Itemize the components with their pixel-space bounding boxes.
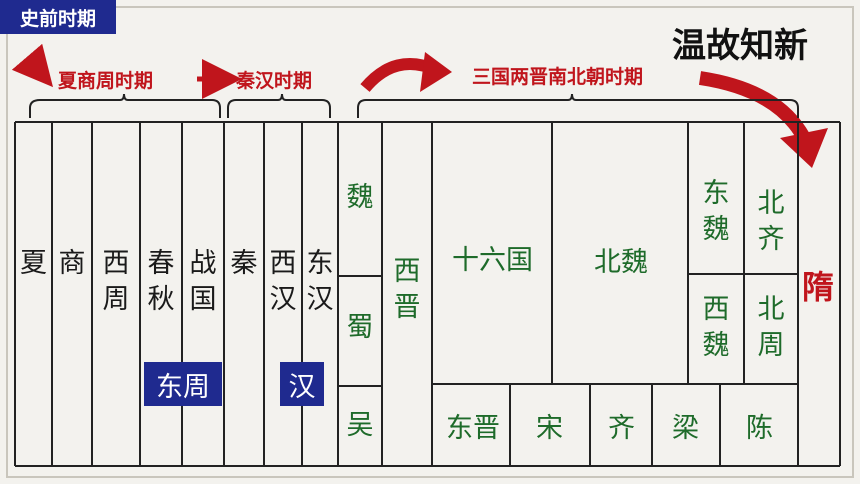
dynasty-qi: 齐 <box>608 413 635 444</box>
dynasty-northern-wei: 北魏 <box>594 247 648 278</box>
dynasty-eastern-jin: 东晋 <box>446 413 500 444</box>
dynasty-qin: 秦 <box>230 248 258 279</box>
decorative-border <box>6 6 854 478</box>
timeline-table-lines <box>14 121 841 467</box>
dynasty-liang: 梁 <box>672 413 699 444</box>
dynasty-shu: 蜀 <box>346 312 374 343</box>
period-label-xia-shang-zhou: 夏商周时期 <box>58 70 154 92</box>
bracket <box>227 93 331 118</box>
bracket <box>29 93 221 118</box>
badge-han: 汉 <box>280 362 324 406</box>
dynasty-song: 宋 <box>536 413 563 444</box>
period-label-qin-han: 秦汉时期 <box>236 70 313 92</box>
badge-eastern-zhou: 东周 <box>144 362 222 406</box>
dynasty-warring-states: 战国 <box>189 248 217 315</box>
dynasty-northern-qi: 北齐 <box>757 188 785 255</box>
dynasty-xia: 夏 <box>20 248 47 279</box>
dynasty-western-wei: 西魏 <box>702 294 730 361</box>
arrow-head-icon <box>420 52 452 92</box>
dynasty-western-han: 西汉 <box>269 248 297 315</box>
prehistoric-label: 史前时期 <box>0 0 116 34</box>
dynasty-wei: 魏 <box>346 182 374 213</box>
dynasty-spring-autumn: 春秋 <box>147 248 175 315</box>
dynasty-western-jin: 西晋 <box>393 256 421 323</box>
dynasty-wu: 吴 <box>346 410 374 441</box>
dynasty-western-zhou: 西周 <box>102 248 130 315</box>
curved-arrow-icon <box>698 71 812 144</box>
period-label-three-kingdoms: 三国两晋南北朝时期 <box>472 66 644 88</box>
dynasty-eastern-wei: 东魏 <box>702 178 730 245</box>
review-title: 温故知新 <box>672 26 808 66</box>
arrow-head-icon <box>780 128 828 168</box>
dynasty-eastern-han: 东汉 <box>306 248 334 315</box>
dynasty-shang: 商 <box>58 248 86 279</box>
dynasty-sixteen-kingdoms: 十六国 <box>452 245 533 276</box>
dynasty-sui: 隋 <box>802 268 835 306</box>
dynasty-northern-zhou: 北周 <box>757 294 785 361</box>
bracket <box>357 93 799 118</box>
dynasty-chen: 陈 <box>746 413 773 444</box>
arrow-icon <box>11 43 54 88</box>
